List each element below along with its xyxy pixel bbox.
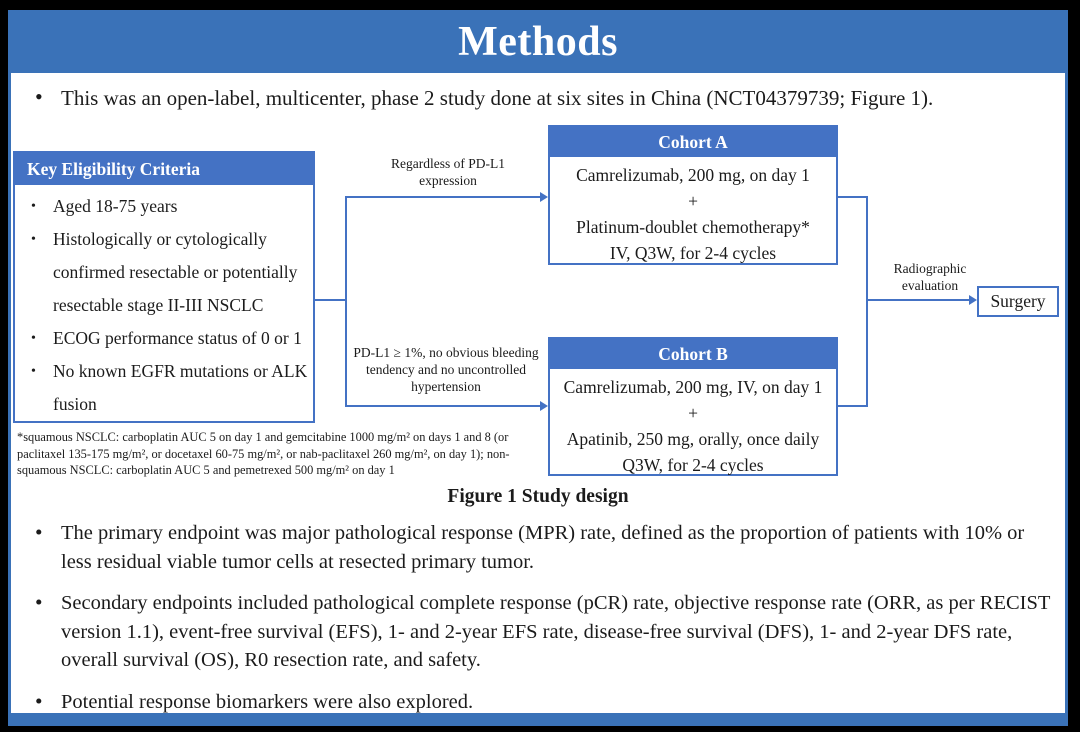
title-bar: Methods	[11, 13, 1065, 73]
branch-label-cohort-b: PD-L1 ≥ 1%, no obvious bleeding tendency…	[353, 345, 539, 394]
cohort-a-box: Cohort A Camrelizumab, 200 mg, on day 1 …	[548, 125, 838, 265]
connector-to-cohort-b-line	[345, 405, 540, 407]
connector-to-cohort-a-line	[345, 196, 540, 198]
cohort-a-header: Cohort A	[550, 127, 836, 157]
eligibility-header: Key Eligibility Criteria	[15, 153, 313, 185]
cohort-a-line: IV, Q3W, for 2-4 cycles	[609, 243, 777, 263]
arrowhead-right-icon	[540, 401, 548, 411]
chemotherapy-footnote: *squamous NSCLC: carboplatin AUC 5 on da…	[17, 430, 510, 477]
endpoint-bullet: The primary endpoint was major pathologi…	[27, 518, 1053, 576]
arrowhead-right-icon	[540, 192, 548, 202]
connector-left-vertical-line	[345, 196, 347, 407]
cohort-b-line: Camrelizumab, 200 mg, IV, on day 1	[563, 377, 823, 397]
cohort-a-line: Camrelizumab, 200 mg, on day 1	[576, 165, 810, 185]
eligibility-item-list: Aged 18-75 years Histologically or cytol…	[15, 185, 313, 421]
connector-right-vertical-line	[866, 196, 868, 407]
bottom-accent-bar	[11, 713, 1065, 723]
figure-caption: Figure 1 Study design	[447, 486, 629, 507]
radiographic-evaluation-label: Radiographic evaluation	[893, 261, 967, 293]
cohort-b-header: Cohort B	[550, 339, 836, 369]
cohort-b-box: Cohort B Camrelizumab, 200 mg, IV, on da…	[548, 337, 838, 476]
page-title: Methods	[458, 19, 618, 65]
cohort-a-body: Camrelizumab, 200 mg, on day 1 + Platinu…	[550, 157, 836, 266]
eligibility-item: Histologically or cytologically confirme…	[25, 223, 309, 322]
connector-to-surgery-line	[866, 299, 969, 301]
intro-bullet-list: This was an open-label, multicenter, pha…	[27, 83, 1051, 125]
cohort-a-line: Platinum-doublet chemotherapy*	[576, 217, 810, 237]
cohort-a-line: +	[688, 191, 698, 211]
endpoint-bullet-list: The primary endpoint was major pathologi…	[27, 518, 1053, 729]
connector-cohort-a-out-line	[838, 196, 868, 198]
endpoint-bullet: Secondary endpoints included pathologica…	[27, 588, 1053, 675]
surgery-box: Surgery	[977, 286, 1059, 317]
branch-label-cohort-a: Regardless of PD-L1 expression	[391, 156, 505, 188]
eligibility-box: Key Eligibility Criteria Aged 18-75 year…	[13, 151, 315, 423]
connector-cohort-b-out-line	[838, 405, 868, 407]
endpoint-bullet: Potential response biomarkers were also …	[27, 687, 1053, 717]
cohort-b-line: Apatinib, 250 mg, orally, once daily	[566, 429, 820, 449]
eligibility-item: ECOG performance status of 0 or 1	[25, 322, 309, 355]
eligibility-item: Aged 18-75 years	[25, 190, 309, 223]
cohort-b-line: +	[688, 403, 698, 423]
connector-eligibility-stub-line	[315, 299, 345, 301]
eligibility-item: No known EGFR mutations or ALK fusion	[25, 355, 309, 421]
slide: Methods This was an open-label, multicen…	[8, 10, 1068, 726]
intro-bullet: This was an open-label, multicenter, pha…	[27, 83, 1051, 112]
cohort-b-body: Camrelizumab, 200 mg, IV, on day 1 + Apa…	[550, 369, 836, 478]
cohort-b-line: Q3W, for 2-4 cycles	[622, 455, 764, 475]
arrowhead-right-icon	[969, 295, 977, 305]
